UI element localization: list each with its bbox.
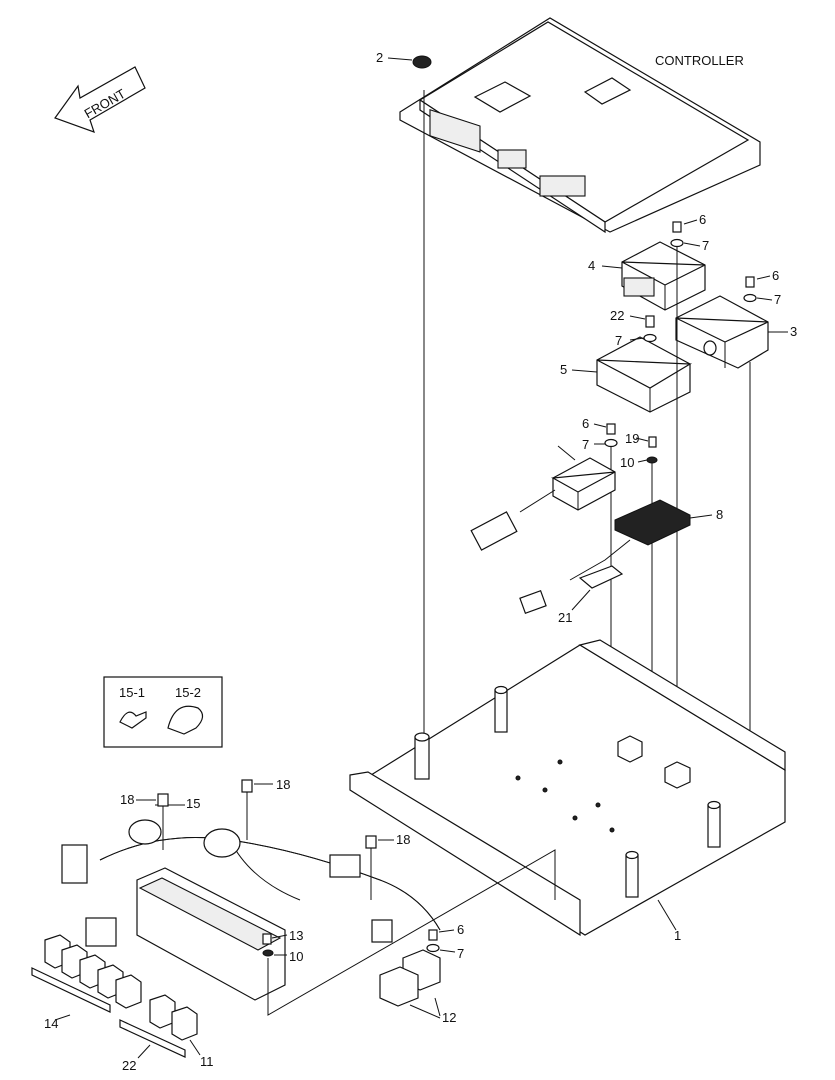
nut-part-2: 2 bbox=[376, 50, 432, 69]
callout-9: 19 bbox=[625, 431, 639, 446]
callout-6c: 6 bbox=[582, 416, 589, 431]
box-part-5: 5 bbox=[560, 336, 693, 413]
box-part-3: 3 bbox=[675, 295, 797, 825]
inset-label-15-2: 15-2 bbox=[175, 685, 201, 700]
bolts-part-18: 18 18 18 bbox=[120, 777, 410, 900]
callout-1: 1 bbox=[674, 928, 681, 943]
callout-12: 12 bbox=[442, 1010, 456, 1025]
callout-18c: 18 bbox=[396, 832, 410, 847]
relays-part-12: 12 6 7 bbox=[379, 922, 464, 1025]
callout-6d: 6 bbox=[457, 922, 464, 937]
callout-21: 21 bbox=[558, 610, 572, 625]
callout-10b: 10 bbox=[289, 949, 303, 964]
callout-20: 22 bbox=[122, 1058, 136, 1073]
module-part-22 bbox=[470, 445, 616, 551]
base-plate-part-1: 1 bbox=[349, 639, 786, 943]
fuse-block: 13 10 bbox=[136, 849, 556, 1016]
callout-6b: 6 bbox=[772, 268, 779, 283]
callout-7d: 7 bbox=[582, 437, 589, 452]
callout-6a: 6 bbox=[699, 212, 706, 227]
heatsink-part-8: 8 21 bbox=[519, 499, 723, 625]
callout-18b: 18 bbox=[276, 777, 290, 792]
callout-5: 5 bbox=[560, 362, 567, 377]
callout-14: 14 bbox=[44, 1016, 58, 1031]
controller-unit: CONTROLLER bbox=[399, 17, 761, 770]
callout-7c: 7 bbox=[615, 333, 622, 348]
callout-13: 13 bbox=[289, 928, 303, 943]
callout-19: 22 bbox=[610, 308, 624, 323]
callout-2: 2 bbox=[376, 50, 383, 65]
controller-label: CONTROLLER bbox=[655, 53, 744, 68]
wiring-harness-part-15: 15 bbox=[61, 796, 441, 947]
callout-18a: 18 bbox=[120, 792, 134, 807]
callout-15: 15 bbox=[186, 796, 200, 811]
callout-8: 8 bbox=[716, 507, 723, 522]
callout-7b: 7 bbox=[774, 292, 781, 307]
clamp-inset: 15-1 15-2 bbox=[103, 676, 223, 748]
callout-11: 11 bbox=[200, 1054, 214, 1069]
callout-4: 4 bbox=[588, 258, 595, 273]
callout-10a: 10 bbox=[620, 455, 634, 470]
relay-box-part-4: 4 bbox=[588, 241, 706, 311]
callout-7a: 7 bbox=[702, 238, 709, 253]
callout-3: 3 bbox=[790, 324, 797, 339]
inset-label-15-1: 15-1 bbox=[119, 685, 145, 700]
front-arrow: FRONT bbox=[54, 66, 146, 133]
relays-part-11: 14 22 11 bbox=[31, 934, 214, 1073]
callout-7e: 7 bbox=[457, 946, 464, 961]
